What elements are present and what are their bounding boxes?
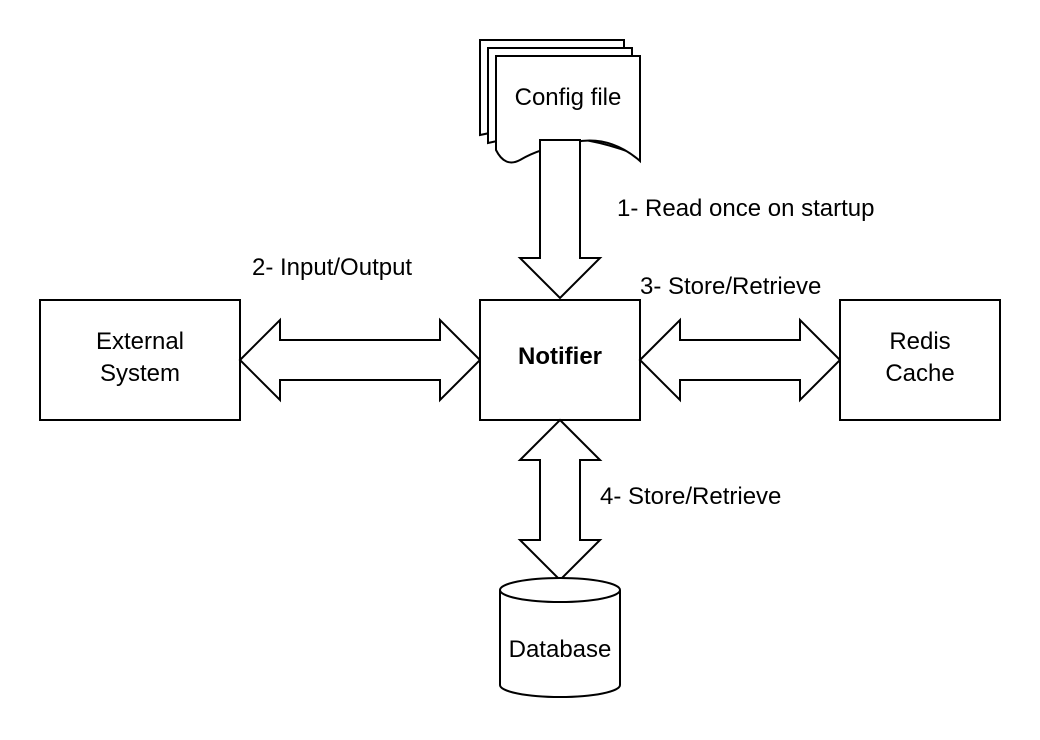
config-to-notifier-arrow xyxy=(517,139,603,300)
config-to-notifier-label: 1- Read once on startup xyxy=(617,195,875,222)
database-label: Database xyxy=(509,636,612,663)
notifier-redis-label: 3- Store/Retrieve xyxy=(640,273,821,300)
external-notifier-label: 2- Input/Output xyxy=(252,254,412,281)
external-system-label-line2: System xyxy=(100,360,180,387)
notifier-database-label: 4- Store/Retrieve xyxy=(600,483,781,510)
notifier-database-arrow xyxy=(517,418,603,582)
redis-cache-node: Redis Cache xyxy=(839,299,1001,421)
config-file-label: Config file xyxy=(515,84,622,111)
notifier-node: Notifier xyxy=(479,299,641,421)
external-system-node: External System xyxy=(39,299,241,421)
notifier-redis-arrow xyxy=(638,317,842,403)
notifier-label: Notifier xyxy=(518,343,602,370)
redis-cache-label-line1: Redis xyxy=(889,328,950,355)
external-system-label-line1: External xyxy=(96,328,184,355)
external-notifier-arrow xyxy=(238,317,482,403)
redis-cache-label-line2: Cache xyxy=(885,360,954,387)
database-node: Database xyxy=(499,577,621,698)
config-file-node: Config file xyxy=(479,39,641,164)
